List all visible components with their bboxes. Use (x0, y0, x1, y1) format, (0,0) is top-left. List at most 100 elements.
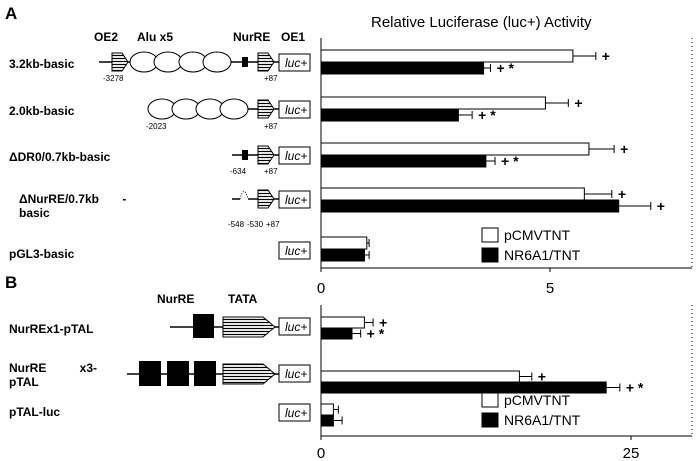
tata-arrow (222, 363, 276, 385)
nurre-box (167, 361, 189, 386)
nurre-box (193, 314, 214, 338)
deletion-gap (239, 191, 249, 200)
coord-634: -634 (230, 167, 247, 176)
luc-label: luc+ (285, 367, 307, 381)
bar-nr6a1-3 (320, 199, 620, 213)
significance-mark: + (538, 369, 546, 385)
row-label-nurrex1: NurREx1-pTAL (9, 322, 94, 336)
row-label-3-2kb: 3.2kb-basic (9, 57, 75, 71)
luc-box (278, 53, 311, 72)
luc-label: luc+ (285, 406, 307, 420)
alu-element (202, 51, 232, 73)
significance-mark: + * (478, 107, 496, 123)
bar-pcmvtnt-1 (320, 96, 546, 110)
row-label-2-0kb: 2.0kb-basic (9, 104, 75, 118)
bar-nr6a1-0 (320, 327, 353, 340)
construct-ddr0: luc+ -634 +87 (230, 145, 311, 176)
construct-3-2kb: luc+ -3278 +87 (99, 51, 311, 83)
luc-label: luc+ (285, 56, 307, 70)
luc-box (278, 364, 311, 383)
construct-nurrex1: luc+ (170, 314, 311, 338)
legend-swatch-nr6a1 (481, 247, 499, 263)
alu-element (219, 98, 249, 120)
luc-box (278, 190, 311, 209)
luc-label: luc+ (285, 320, 307, 334)
label-oe2: OE2 (94, 30, 118, 44)
alu-element (153, 51, 183, 73)
luc-label: luc+ (285, 193, 307, 207)
luc-label: luc+ (285, 244, 307, 258)
bar-pcmvtnt-3 (320, 187, 585, 201)
x-tick-label: 0 (317, 280, 325, 297)
coord-530: -530 (247, 220, 264, 229)
construct-pgl3: luc+ (278, 241, 311, 260)
oe1-arrow (257, 99, 275, 119)
significance-mark: + (379, 315, 387, 331)
row-label-ptal: pTAL-luc (9, 405, 61, 419)
construct-diagrams-b: NurRE TATA luc+ luc+ luc+ (127, 292, 311, 422)
bar-pcmvtnt-2 (320, 142, 590, 156)
oe1-arrow (257, 189, 275, 209)
construct-2-0kb: luc+ -2023 +87 (146, 98, 311, 131)
significance-mark: + * (367, 326, 385, 342)
row-label-ddr0: ΔDR0/0.7kb-basic (9, 150, 111, 164)
bar-nr6a1-2 (320, 414, 334, 427)
significance-mark: + (602, 48, 610, 64)
legend-swatch-pcmvtnt (481, 227, 499, 243)
nurre-box (242, 57, 248, 67)
label-alu: Alu x5 (137, 30, 173, 44)
coord-548: -548 (228, 220, 245, 229)
row-label-dnurre: ΔNurRE/0.7kb -basic (9, 192, 129, 220)
panel-b-letter: B (5, 273, 18, 292)
legend-swatch-pcmvtnt (481, 392, 499, 408)
luc-box (278, 100, 311, 119)
tata-arrow (222, 316, 276, 338)
legend-label-pcmvtnt: pCMVTNT (504, 392, 571, 408)
row-label-nurrex3: NurRE x3-pTAL (9, 361, 104, 389)
coord-87: +87 (264, 74, 278, 83)
coord-87: +87 (264, 167, 278, 176)
nurre-box (194, 361, 216, 386)
x-tick-label: 5 (546, 280, 554, 297)
label-nurre-b: NurRE (157, 292, 194, 306)
nurre-box (242, 150, 248, 160)
significance-mark: + (574, 95, 582, 111)
label-nurre-a: NurRE (233, 30, 270, 44)
row-label-pgl3: pGL3-basic (9, 247, 75, 261)
luc-box (278, 146, 311, 165)
oe1-arrow (257, 145, 275, 165)
construct-dnurre: luc+ -548 -530 +87 (228, 189, 311, 229)
legend-label-nr6a1: NR6A1/TNT (504, 412, 581, 428)
bar-nr6a1-2 (320, 154, 487, 168)
chart-title: Relative Luciferase (luc+) Activity (371, 14, 592, 31)
row-label-dnurre-text: ΔNurRE/0.7kb -basic (19, 192, 127, 220)
bar-pcmvtnt-4 (320, 236, 368, 250)
label-tata: TATA (228, 292, 258, 306)
label-oe1: OE1 (281, 30, 305, 44)
bar-pcmvtnt-0 (320, 316, 365, 329)
construct-diagrams-a: OE2 Alu x5 NurRE OE1 luc+ -3278 +87 (94, 30, 311, 260)
significance-mark: + (657, 198, 665, 214)
bar-nr6a1-1 (320, 108, 459, 122)
luc-box (278, 241, 311, 260)
luc-box (278, 403, 311, 422)
construct-ptal: luc+ (278, 403, 311, 422)
row-label-nurrex3-text: NurRE x3-pTAL (9, 361, 98, 389)
coord-87: +87 (266, 220, 280, 229)
panel-a-letter: A (5, 4, 18, 23)
construct-nurrex3: luc+ (127, 361, 311, 386)
oe1-arrow (257, 52, 275, 72)
luc-box (278, 317, 311, 336)
bar-pcmvtnt-1 (320, 370, 520, 383)
significance-mark: + * (496, 60, 514, 76)
oe2-arrow (111, 52, 129, 72)
x-tick-label: 25 (623, 445, 640, 461)
significance-mark: + * (501, 153, 519, 169)
legend-label-pcmvtnt: pCMVTNT (504, 227, 571, 243)
bar-pcmvtnt-0 (320, 49, 574, 63)
significance-mark: + (618, 186, 626, 202)
coord-87: +87 (264, 122, 278, 131)
